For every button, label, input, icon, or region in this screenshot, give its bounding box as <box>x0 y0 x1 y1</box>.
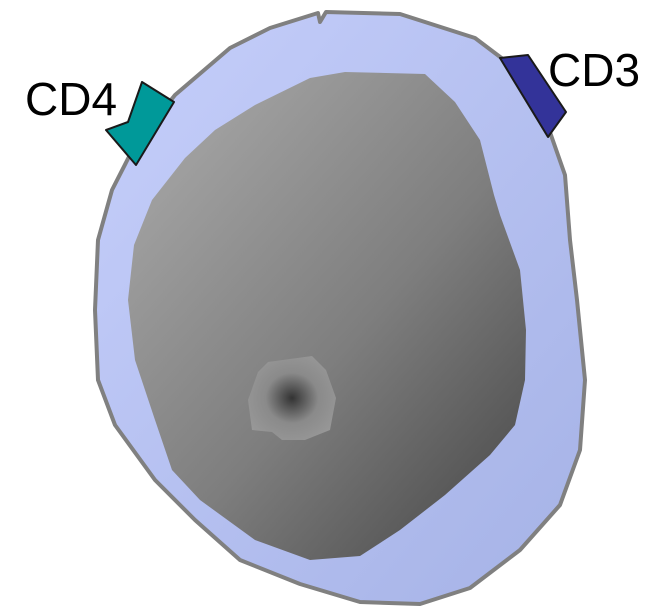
cd4-label: CD4 <box>25 73 117 125</box>
cd3-label: CD3 <box>548 44 640 96</box>
